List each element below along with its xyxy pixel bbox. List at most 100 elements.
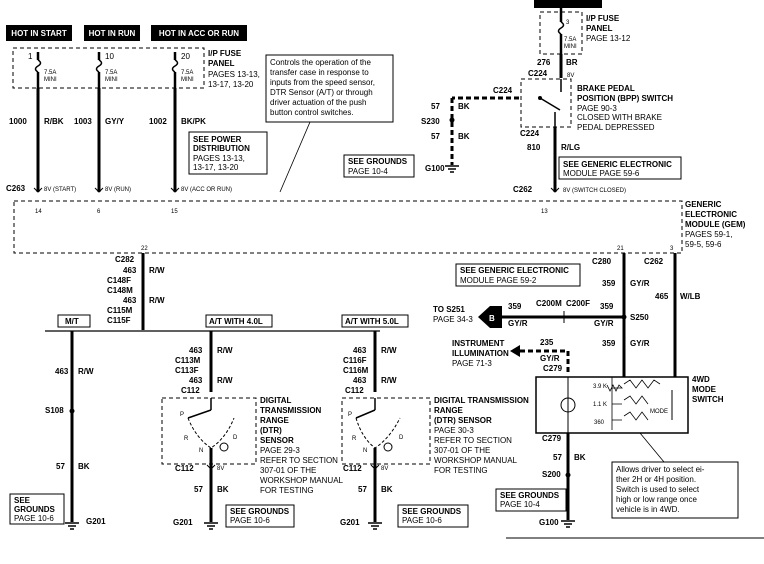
svg-text:SEE GROUNDS: SEE GROUNDS	[402, 507, 462, 516]
svg-text:463: 463	[55, 367, 69, 376]
svg-text:57: 57	[431, 132, 440, 141]
svg-text:ILLUMINATION: ILLUMINATION	[452, 349, 509, 358]
svg-text:57: 57	[194, 485, 203, 494]
svg-text:MINI: MINI	[181, 77, 194, 83]
svg-text:BK: BK	[458, 132, 470, 141]
svg-text:810: 810	[527, 143, 541, 152]
svg-text:57: 57	[56, 462, 65, 471]
svg-text:(DTR): (DTR)	[260, 426, 282, 435]
svg-text:N: N	[199, 448, 203, 454]
see-grounds-bottom-3: SEE GROUNDS PAGE 10-6	[397, 504, 469, 528]
svg-text:S230: S230	[421, 117, 440, 126]
svg-text:GY/R: GY/R	[540, 354, 560, 363]
svg-text:C112: C112	[345, 386, 364, 395]
svg-text:BK: BK	[574, 453, 586, 462]
svg-text:C112: C112	[175, 464, 194, 473]
svg-text:PANEL: PANEL	[208, 59, 235, 68]
gem-module: GENERIC ELECTRONIC MODULE (GEM) PAGES 59…	[13, 200, 746, 254]
svg-text:C262: C262	[644, 257, 664, 266]
svg-text:BK/PK: BK/PK	[181, 117, 206, 126]
fuse-panel-left-label: I/P FUSE PANEL PAGES 13-13, 13-17, 13-20	[208, 49, 260, 89]
svg-text:button control switches.: button control switches.	[270, 108, 354, 117]
svg-text:R/W: R/W	[149, 266, 165, 275]
svg-text:8V (SWITCH CLOSED): 8V (SWITCH CLOSED)	[563, 188, 626, 194]
svg-text:C280: C280	[592, 257, 612, 266]
svg-text:C200F: C200F	[566, 299, 590, 308]
see-grounds-top: SEE GROUNDS PAGE 10-4	[343, 154, 415, 178]
svg-text:C116F: C116F	[343, 356, 367, 365]
svg-text:MINI: MINI	[564, 44, 577, 50]
see-gem-mid: SEE GENERIC ELECTRONIC MODULE PAGE 59-2	[455, 263, 581, 287]
svg-text:360: 360	[594, 420, 605, 426]
svg-text:8V (START): 8V (START)	[44, 187, 76, 193]
svg-text:PAGE 90-3: PAGE 90-3	[577, 104, 617, 113]
svg-text:WORKSHOP MANUAL: WORKSHOP MANUAL	[260, 476, 344, 485]
svg-text:13-17, 13-20: 13-17, 13-20	[193, 163, 239, 172]
see-grounds-bottom-2: SEE GROUNDS PAGE 10-6	[225, 504, 295, 528]
gem-connector-labels: C263 8V (START) 8V (RUN) 8V (ACC OR RUN)…	[6, 184, 548, 215]
wire-463-main: C282 463 R/W C148F C148M 463 R/W C115M C…	[107, 253, 165, 330]
svg-text:A/T WITH 5.0L: A/T WITH 5.0L	[345, 317, 399, 326]
fuse-panel-left: 1 7.5A MINI 10 7.5A MINI 20 7.5A MINI I/…	[12, 47, 260, 89]
svg-text:C224: C224	[493, 86, 513, 95]
note-controls: Controls the operation of the transfer c…	[265, 54, 394, 193]
svg-text:1002: 1002	[149, 117, 167, 126]
svg-text:GY/Y: GY/Y	[105, 117, 125, 126]
bpp-switch: BRAKE PEDAL POSITION (BPP) SWITCH PAGE 9…	[493, 78, 673, 138]
svg-text:13-17, 13-20: 13-17, 13-20	[208, 80, 254, 89]
svg-text:SEE GROUNDS: SEE GROUNDS	[348, 157, 408, 166]
svg-text:463: 463	[123, 296, 137, 305]
section-at40: A/T WITH 4.0L	[205, 314, 273, 328]
svg-text:MODULE PAGE 59-6: MODULE PAGE 59-6	[563, 169, 640, 178]
svg-text:inputs from the speed sensor,: inputs from the speed sensor,	[270, 78, 375, 87]
svg-text:C279: C279	[543, 364, 563, 373]
svg-text:TRANSMISSION: TRANSMISSION	[260, 406, 322, 415]
svg-text:Allows driver to select ei-: Allows driver to select ei-	[616, 465, 705, 474]
svg-text:8V: 8V	[567, 73, 574, 79]
svg-text:P: P	[348, 412, 352, 418]
svg-text:Controls the operation of the: Controls the operation of the	[270, 58, 372, 67]
at50-branch: 463 R/W C116F C116M 463 R/W C112 P R N D…	[340, 331, 431, 530]
svg-text:C115F: C115F	[107, 316, 131, 325]
svg-text:463: 463	[189, 376, 203, 385]
svg-text:8V (RUN): 8V (RUN)	[105, 187, 131, 193]
svg-text:REFER TO SECTION: REFER TO SECTION	[434, 436, 512, 445]
svg-text:6: 6	[97, 209, 101, 215]
svg-text:PAGE 10-6: PAGE 10-6	[402, 516, 442, 525]
svg-text:PAGE 13-12: PAGE 13-12	[586, 34, 631, 43]
svg-text:vehicle is in 4WD.: vehicle is in 4WD.	[616, 505, 680, 514]
svg-text:21: 21	[617, 246, 624, 252]
svg-text:1: 1	[28, 52, 33, 61]
svg-text:G100: G100	[539, 518, 559, 527]
svg-text:R: R	[352, 436, 357, 442]
svg-text:WORKSHOP MANUAL: WORKSHOP MANUAL	[434, 456, 518, 465]
svg-text:7.5A: 7.5A	[181, 70, 193, 76]
svg-text:C262: C262	[513, 185, 533, 194]
see-grounds-bottom-left: SEE GROUNDS PAGE 10-6	[9, 493, 65, 525]
mode-switch-ground: C279 57 BK S200 G100	[539, 433, 586, 528]
svg-text:BK: BK	[381, 485, 393, 494]
section-at50: A/T WITH 5.0L	[341, 314, 409, 328]
svg-text:R/W: R/W	[217, 346, 233, 355]
svg-text:N: N	[363, 448, 367, 454]
svg-text:307-01 OF THE: 307-01 OF THE	[260, 466, 316, 475]
svg-text:PAGE 10-4: PAGE 10-4	[500, 500, 540, 509]
svg-text:INSTRUMENT: INSTRUMENT	[452, 339, 505, 348]
svg-text:DIGITAL TRANSMISSION: DIGITAL TRANSMISSION	[434, 396, 529, 405]
svg-text:359: 359	[600, 302, 614, 311]
hot-in-acc-run-tab: HOT IN ACC OR RUN	[151, 25, 247, 41]
svg-text:P: P	[180, 412, 184, 418]
power-distribution-box: SEE POWER DISTRIBUTION PAGES 13-13, 13-1…	[188, 131, 268, 175]
wire-1003: 1003 GY/Y	[74, 88, 125, 192]
svg-text:MINI: MINI	[105, 77, 118, 83]
svg-text:C113F: C113F	[175, 366, 199, 375]
svg-text:C112: C112	[343, 464, 362, 473]
svg-text:BR: BR	[566, 58, 578, 67]
svg-text:PAGES 59-1,: PAGES 59-1,	[685, 230, 732, 239]
svg-text:463: 463	[123, 266, 137, 275]
svg-text:MINI: MINI	[44, 77, 57, 83]
svg-text:PEDAL DEPRESSED: PEDAL DEPRESSED	[577, 123, 655, 132]
svg-text:C224: C224	[520, 129, 540, 138]
svg-text:ther 2H or 4H position.: ther 2H or 4H position.	[616, 475, 696, 484]
ground-wire-top: 57 BK S230 57 BK G100	[421, 96, 519, 173]
